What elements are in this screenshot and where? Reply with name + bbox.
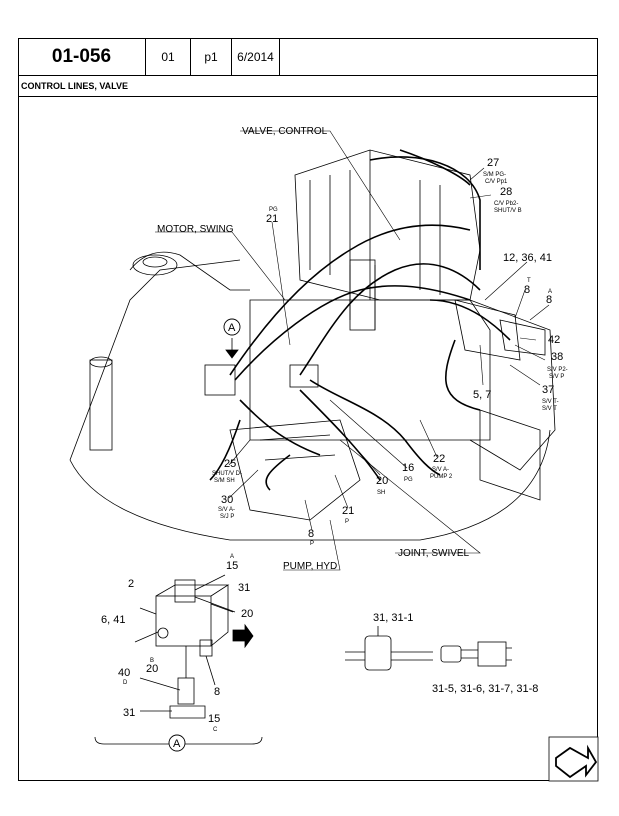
swing-motor-block	[204, 364, 236, 396]
label-joint-swivel: JOINT, SWIVEL	[398, 548, 470, 559]
frame-outline	[69, 259, 241, 461]
swing-mount	[132, 254, 178, 276]
label-pump-hyd: PUMP, HYD	[283, 561, 337, 572]
detail-callout-2: 2	[128, 578, 134, 590]
page-frame	[18, 38, 598, 781]
callout-16-sub: PG	[404, 477, 413, 483]
callout-38: 38	[551, 351, 563, 363]
callout-30-sub2: S/J P	[220, 514, 234, 520]
callout-27-sub1: S/M PG-	[483, 172, 506, 178]
control-valve-body	[294, 149, 481, 301]
center-column	[349, 259, 376, 331]
callout-16: 16	[402, 462, 414, 474]
detail-callout-15c: 15	[208, 713, 220, 725]
detail-marker-a-bottom	[168, 734, 186, 752]
callout-38-sub2: S/V P	[549, 374, 564, 380]
callout-22-sub1: S/V A-	[432, 467, 449, 473]
callout-37-sub2: S/V T	[542, 406, 557, 412]
label-detail-a: A	[228, 322, 236, 334]
detail-callout-31b: 31	[123, 707, 135, 719]
detail-callout-20a: 20	[241, 608, 253, 620]
callout-21-pg: 21	[266, 213, 278, 225]
callout-28-sub2: SHUT/V B	[494, 208, 522, 214]
hyd-pump	[229, 419, 361, 521]
callout-25-sub1: SHUT/V D-	[212, 471, 242, 477]
sensor-switch	[364, 635, 392, 671]
callout-21-p-sub: P	[345, 519, 349, 525]
group-number: 01	[146, 38, 191, 75]
callout-21-p: 21	[342, 505, 354, 517]
label-detail-a-bottom: A	[173, 738, 181, 750]
detail-callout-6-41: 6, 41	[101, 614, 125, 626]
detail-marker-a	[223, 318, 241, 336]
callout-8-p: 8	[308, 528, 314, 540]
detail-callout-15a: 15	[226, 560, 238, 572]
callout-5-7: 5, 7	[473, 389, 491, 401]
solenoid-valve-block	[454, 299, 521, 361]
callout-12-36-41: 12, 36, 41	[503, 252, 552, 264]
callout-22: 22	[433, 453, 445, 465]
label-motor-swing: MOTOR, SWING	[157, 224, 234, 235]
detail-callout-40-sub: D	[123, 680, 128, 686]
callout-8-t-sub: T	[527, 278, 531, 284]
sensor-connector	[440, 645, 462, 663]
detail-callout-8: 8	[214, 686, 220, 698]
callout-20-sh: 20	[376, 475, 388, 487]
callout-25: 25	[224, 458, 236, 470]
label-valve-control: VALVE, CONTROL	[242, 126, 328, 137]
callout-28: 28	[500, 186, 512, 198]
detail-callout-20b-sub: B	[150, 658, 154, 664]
detail-callout-20b: 20	[146, 663, 158, 675]
callout-21-pg-sub: PG	[269, 207, 278, 213]
callout-38-sub1: S/V P2-	[547, 367, 568, 373]
callout-8-a-sub: A	[548, 289, 552, 295]
sensor-callout-top: 31, 31-1	[373, 612, 413, 624]
callout-8-t: 8	[524, 284, 530, 296]
callout-28-sub1: C/V Pb2-	[494, 201, 518, 207]
callout-37-sub1: S/V T-	[542, 399, 559, 405]
callout-42: 42	[548, 334, 560, 346]
callout-22-sub2: PUMP 2	[430, 474, 453, 480]
page-code: 01-056	[18, 38, 146, 75]
detail-callout-15a-sub: A	[230, 554, 234, 560]
section-title: CONTROL LINES, VALVE	[18, 75, 598, 97]
support-post	[89, 359, 113, 451]
callout-8-p-sub: P	[310, 541, 314, 547]
detail-callout-40: 40	[118, 667, 130, 679]
sensor-callout-bottom: 31-5, 31-6, 31-7, 31-8	[432, 683, 538, 695]
page-number: p1	[191, 38, 232, 75]
detail-callout-15c-sub: C	[213, 727, 218, 733]
callout-27: 27	[487, 157, 499, 169]
view-direction-arrow	[232, 623, 254, 649]
detail-callout-31a: 31	[238, 582, 250, 594]
frame-outline	[69, 429, 551, 541]
next-page-icon	[555, 744, 598, 779]
callout-37: 37	[542, 384, 554, 396]
callout-30: 30	[221, 494, 233, 506]
callout-25-sub2: S/M SH	[214, 478, 235, 484]
callout-8-a: 8	[546, 294, 552, 306]
callout-30-sub1: S/V A-	[218, 507, 235, 513]
callout-27-sub2: C/V Pp1	[485, 179, 508, 185]
revision-date: 6/2014	[232, 38, 280, 75]
detail-valve-body	[155, 595, 212, 647]
callout-20-sh-sub: SH	[377, 490, 385, 496]
